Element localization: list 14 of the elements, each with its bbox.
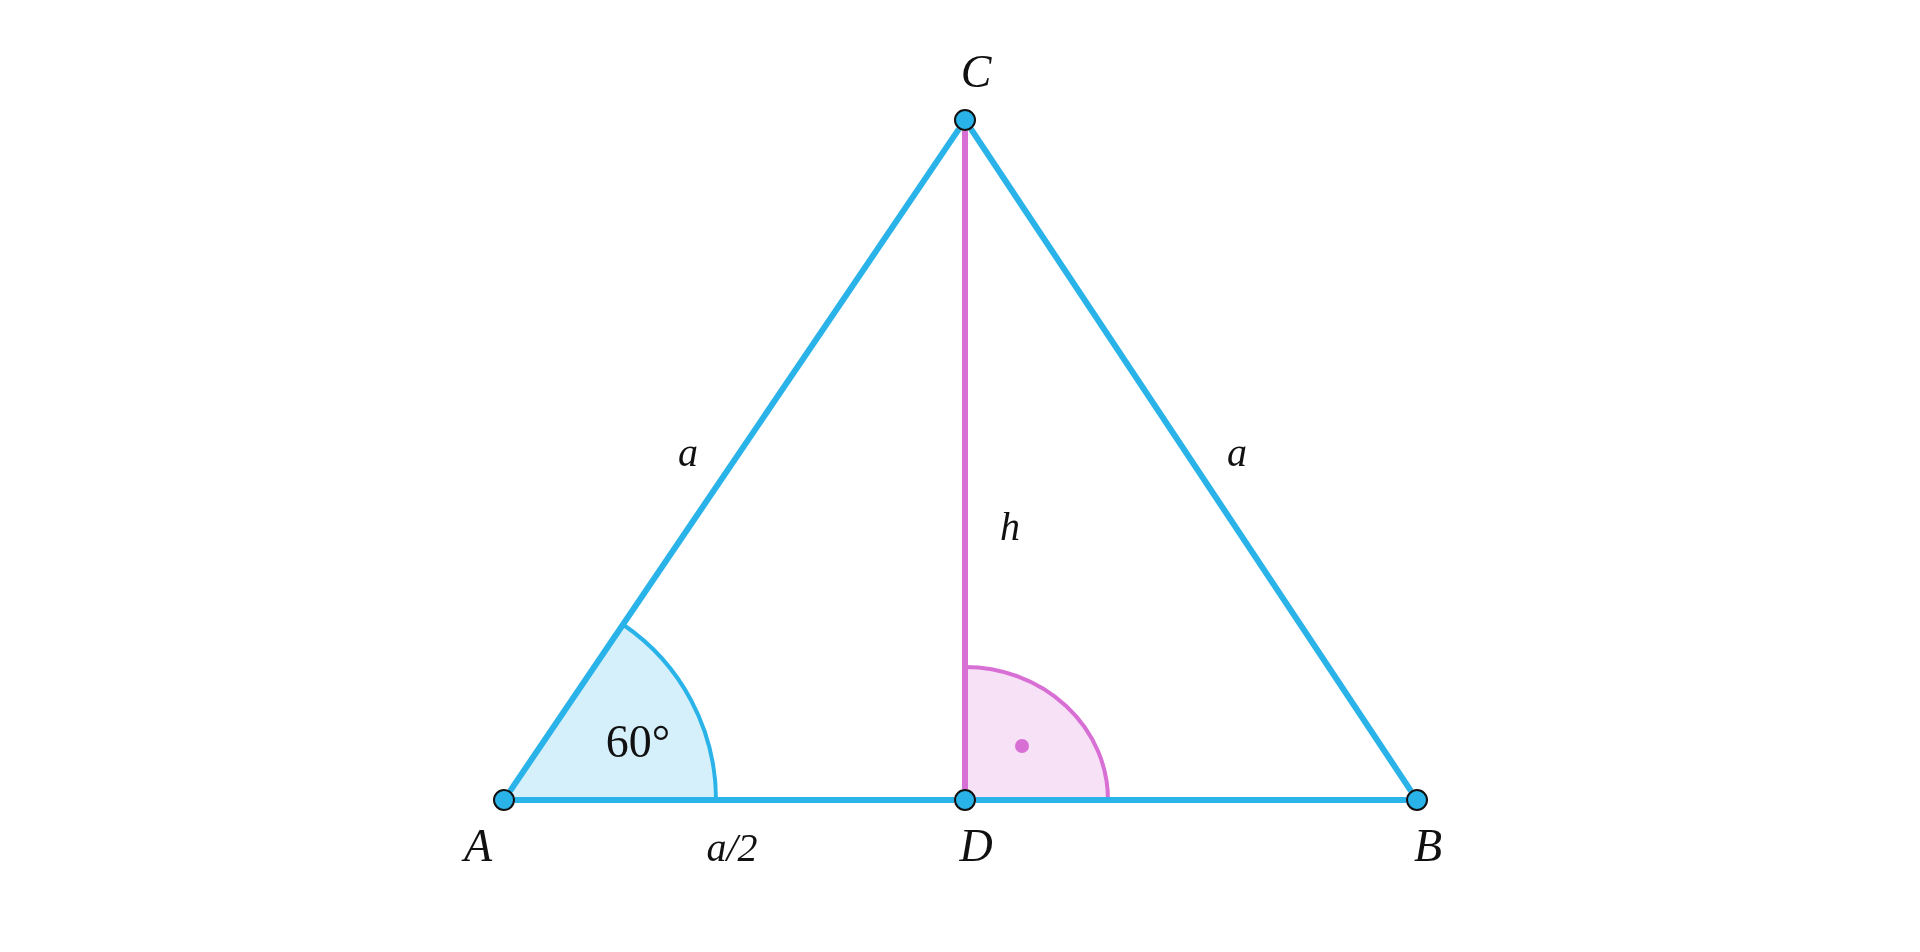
line-segment	[515, 797, 954, 803]
line-segment	[968, 127, 1414, 793]
line-segment	[507, 127, 962, 793]
vertex-label: B	[1413, 823, 1443, 869]
vertex-label: A	[463, 823, 493, 869]
vertex-label: D	[959, 823, 993, 869]
edge-label: a/2	[706, 828, 758, 868]
line-segment	[962, 131, 968, 789]
vertex-label: C	[960, 49, 992, 95]
line-segment	[976, 797, 1406, 803]
edge-label: h	[1000, 507, 1020, 547]
edge-label: a	[1227, 433, 1247, 473]
angle-label: 60°	[605, 719, 671, 765]
edge-label: a	[678, 433, 698, 473]
